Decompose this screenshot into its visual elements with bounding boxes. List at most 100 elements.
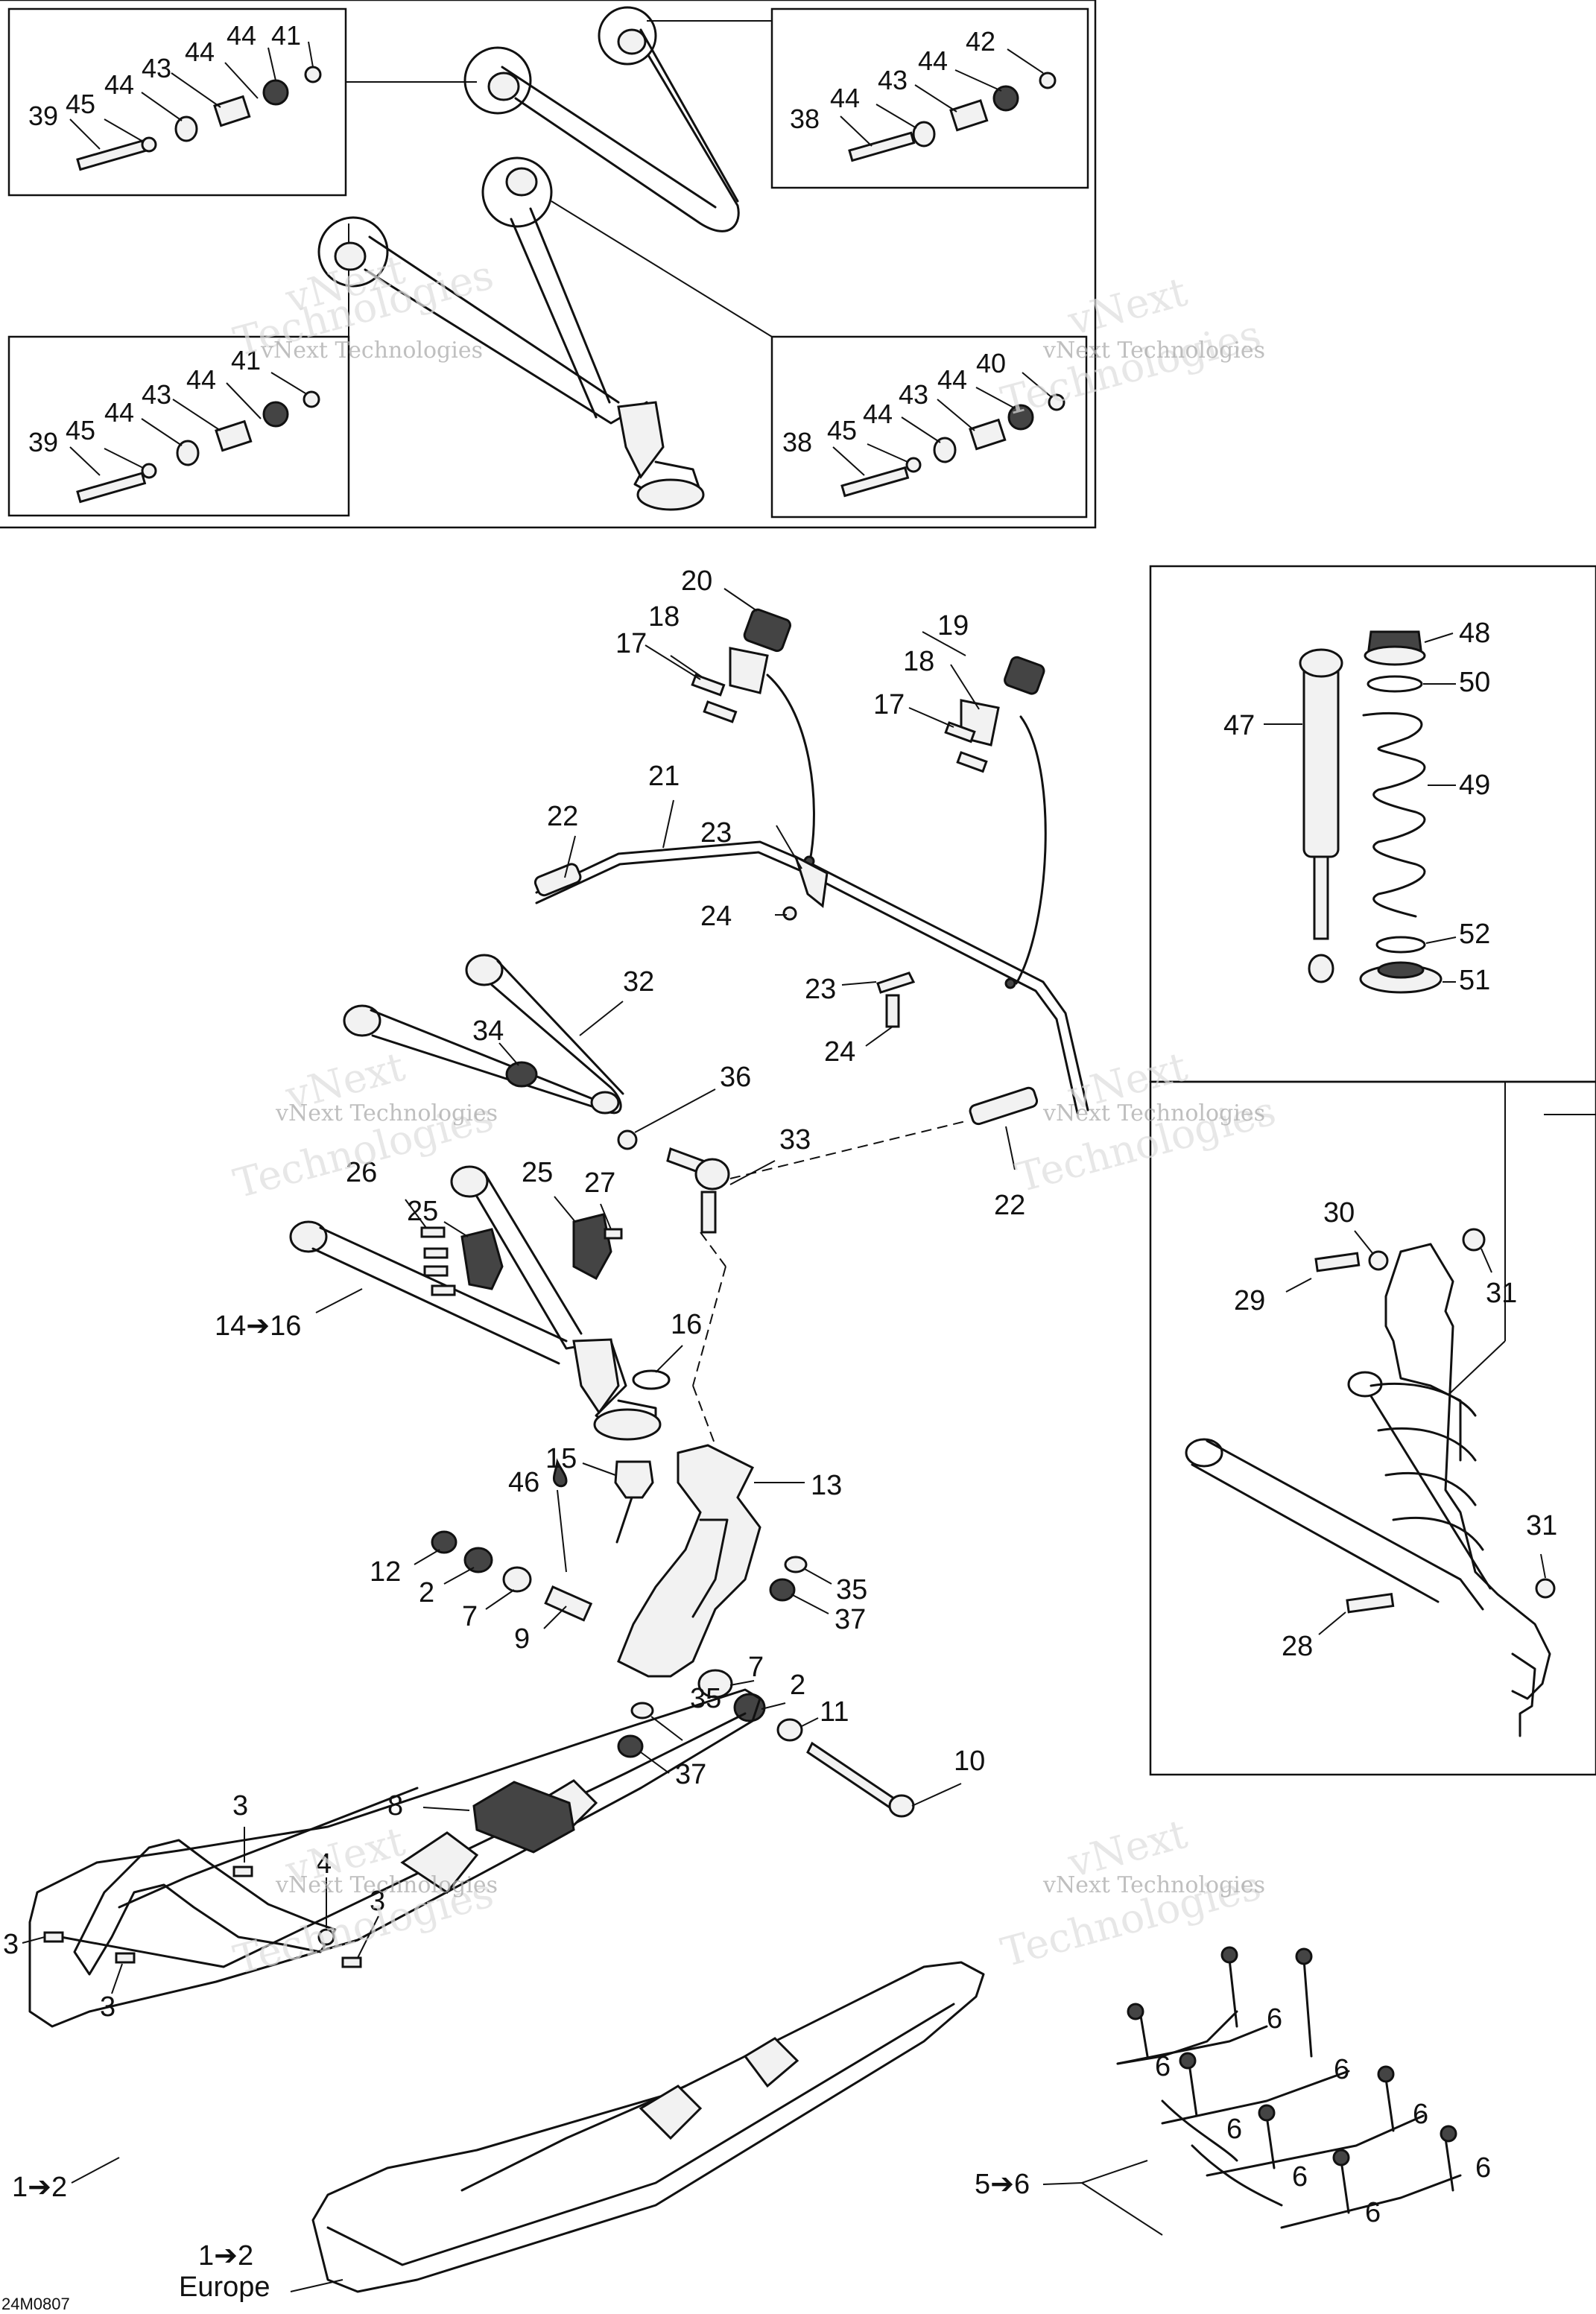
callout-18: 18	[648, 601, 680, 633]
callout-43: 43	[142, 379, 171, 410]
callout-2: 2	[419, 1577, 434, 1608]
callout-27: 27	[584, 1167, 615, 1199]
callout-19: 19	[937, 610, 969, 641]
callout-43: 43	[878, 65, 908, 95]
part-8-block	[422, 1781, 575, 1854]
callout-5-6: 5➔6	[975, 2169, 1030, 2200]
callout-18: 18	[903, 646, 934, 677]
top-section-frame	[0, 0, 1097, 529]
callout-44: 44	[186, 364, 216, 395]
sway-bar-assembly	[533, 588, 1089, 1170]
callout-22: 22	[994, 1190, 1025, 1221]
watermarks: Technologies vNext vNext Technologies Te…	[229, 246, 1281, 1984]
detail-box-top-right: 38 44 43 44 42	[647, 7, 1089, 189]
callout-33: 33	[779, 1124, 811, 1156]
callout-7: 7	[462, 1601, 478, 1632]
callout-45: 45	[66, 89, 95, 119]
callout-1-2-europe: 1➔2	[198, 2240, 253, 2272]
upper-a-arm-assembly	[343, 954, 716, 1150]
callout-38: 38	[790, 104, 820, 134]
callout-44: 44	[104, 69, 134, 100]
watermark-text: vNext Technologies	[275, 1100, 498, 1126]
callout-3: 3	[3, 1929, 19, 1960]
callout-6: 6	[1267, 2003, 1282, 2035]
callout-52: 52	[1459, 919, 1490, 950]
callout-44: 44	[918, 45, 948, 76]
callout-28: 28	[1282, 1631, 1313, 1662]
callout-15: 15	[545, 1443, 577, 1474]
spindle-assembly	[414, 1444, 962, 1818]
callout-6: 6	[1292, 2161, 1308, 2193]
callout-43: 43	[142, 53, 171, 83]
callout-14-16: 14➔16	[215, 1310, 301, 1342]
callout-23: 23	[700, 817, 732, 849]
callout-29: 29	[1234, 1285, 1265, 1316]
drawing-code: 24M0807	[1, 2295, 70, 2313]
callout-6: 6	[1226, 2114, 1242, 2145]
label-europe: Europe	[179, 2272, 270, 2303]
watermark-text: vNext Technologies	[1042, 337, 1265, 364]
callout-24: 24	[700, 901, 732, 932]
callout-44: 44	[227, 20, 256, 51]
callout-3: 3	[370, 1886, 385, 1917]
callout-44: 44	[185, 37, 215, 67]
callout-3: 3	[100, 1991, 115, 2023]
callout-32: 32	[623, 966, 654, 998]
callout-22: 22	[547, 801, 578, 832]
shock-detail-box	[1149, 565, 1596, 1083]
callout-12: 12	[370, 1556, 401, 1588]
callout-34: 34	[472, 1015, 504, 1047]
lower-a-arm-assembly	[289, 1165, 683, 1441]
callout-44: 44	[830, 83, 860, 113]
callout-46: 46	[508, 1467, 539, 1498]
watermark-text: vNext Technologies	[275, 1872, 498, 1898]
callout-17: 17	[873, 689, 905, 720]
callout-25: 25	[407, 1196, 438, 1227]
callout-16: 16	[671, 1309, 702, 1340]
callout-4: 4	[316, 1848, 332, 1880]
callout-1-2: 1➔2	[12, 2172, 67, 2203]
callout-35: 35	[690, 1683, 721, 1714]
ski-lower	[290, 1961, 985, 2293]
callout-50: 50	[1459, 667, 1490, 698]
callout-24: 24	[824, 1036, 855, 1068]
callout-6: 6	[1413, 2099, 1428, 2130]
callout-38: 38	[782, 427, 812, 457]
callout-51: 51	[1459, 965, 1490, 996]
callout-6: 6	[1155, 2051, 1171, 2082]
callout-10: 10	[954, 1746, 985, 1777]
callout-31: 31	[1486, 1278, 1517, 1309]
callout-44: 44	[104, 397, 134, 428]
callout-30: 30	[1323, 1197, 1355, 1229]
callout-26: 26	[346, 1157, 377, 1188]
tie-rod-assembly	[666, 1120, 969, 1446]
callout-labels: 20 18 17 19 18 17 21 22 23 24 23 24 32 3…	[3, 565, 1557, 2303]
callout-45: 45	[66, 415, 95, 446]
callout-49: 49	[1459, 770, 1490, 801]
detail-box-bottom-right: 38 45 44 43 44 40	[551, 200, 1088, 519]
ski-upper	[22, 1688, 761, 2184]
callout-39: 39	[28, 101, 58, 131]
callout-2: 2	[790, 1670, 805, 1701]
callout-45: 45	[827, 415, 857, 446]
callout-48: 48	[1459, 618, 1490, 649]
callout-43: 43	[899, 379, 928, 410]
callout-20: 20	[681, 565, 712, 597]
callout-6: 6	[1475, 2152, 1491, 2184]
callout-37: 37	[835, 1604, 866, 1635]
callout-25: 25	[522, 1157, 553, 1188]
callout-7: 7	[748, 1652, 764, 1683]
callout-3: 3	[232, 1790, 248, 1822]
a-arm-top-illustration	[317, 6, 740, 511]
callout-39: 39	[28, 427, 58, 457]
callout-35: 35	[836, 1574, 867, 1605]
callout-21: 21	[648, 761, 680, 792]
callout-37: 37	[675, 1759, 706, 1790]
callout-6: 6	[1334, 2054, 1349, 2085]
callout-9: 9	[514, 1623, 530, 1655]
carbide-runners	[1042, 1946, 1462, 2236]
watermark-text: vNext Technologies	[260, 337, 483, 364]
callout-6: 6	[1365, 2197, 1381, 2228]
callout-41: 41	[231, 345, 261, 375]
